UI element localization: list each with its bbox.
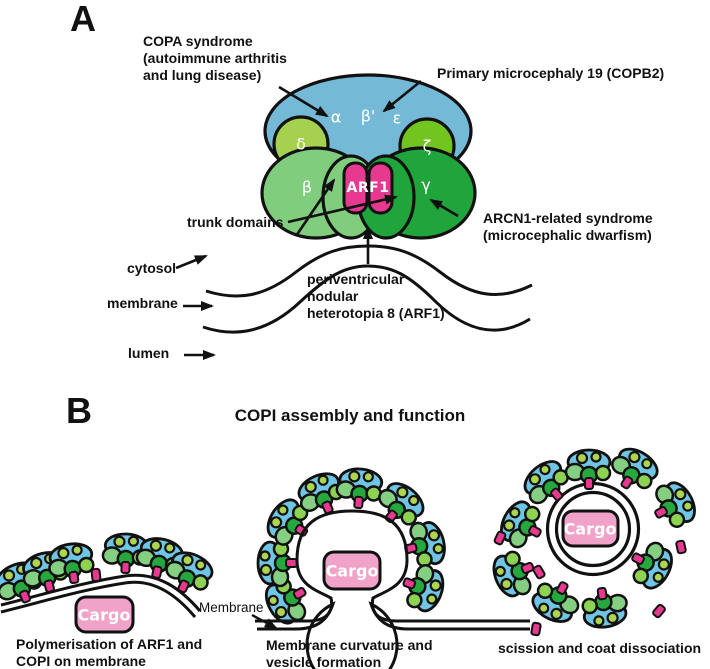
delta-subunit-label: δ xyxy=(296,134,306,154)
arrow-copa-to-alpha xyxy=(278,85,329,118)
arf1-left xyxy=(342,161,369,215)
cargo-label-stage1: Cargo xyxy=(77,605,131,625)
stage3-caption: scission and coat dissociation xyxy=(498,640,702,656)
arrow-trunk-to-gamma xyxy=(287,194,398,224)
zeta-subunit-label: ζ xyxy=(422,136,432,156)
arf1-disease-label: periventricular nodular heterotopia 8 (A… xyxy=(307,271,445,321)
copa-syndrome-label: COPA syndrome (autoimmune arthritis and … xyxy=(143,33,287,83)
primary-microcephaly-label: Primary microcephaly 19 (COPB2) xyxy=(437,65,665,81)
membrane-inner-leaflet xyxy=(202,264,531,334)
cargo-box-stage2 xyxy=(322,550,382,591)
stage2-bud-inner xyxy=(257,601,530,669)
gamma-subunit-label: γ xyxy=(421,175,431,195)
stage1-caption: Polymerisation of ARF1 and COPI on membr… xyxy=(16,636,203,669)
cargo-box-stage1 xyxy=(74,595,135,634)
arrow-arcn1-to-gamma xyxy=(429,198,459,218)
cargo-label-stage2: Cargo xyxy=(325,561,379,581)
lumen-label: lumen xyxy=(128,345,170,361)
cytosol-label: cytosol xyxy=(127,260,177,276)
beta-subunit-label: β xyxy=(301,177,313,197)
epsilon-subunit-label: ε xyxy=(392,108,402,128)
arrow-trunk-to-beta xyxy=(294,178,336,237)
alpha-subunit-label: α xyxy=(330,107,342,127)
stage3-diagram xyxy=(487,440,702,637)
panel-a-diagram xyxy=(175,73,533,360)
stage2-bud-outer xyxy=(255,509,530,623)
panel-a-label: A xyxy=(70,0,96,39)
membrane-pointer-label: Membrane xyxy=(199,600,264,615)
stage1-diagram xyxy=(0,531,278,634)
stage2-caption: Membrane curvature and vesicle formation xyxy=(266,637,433,669)
panel-b-label: B xyxy=(66,390,92,431)
panel-b-title: COPI assembly and function xyxy=(234,406,466,425)
trunk-domains-label: trunk domains xyxy=(187,214,284,230)
membrane-label: membrane xyxy=(107,295,178,311)
panel-a-arrows xyxy=(175,79,459,360)
beta-prime-subunit-label: β' xyxy=(360,106,376,126)
stage2-diagram xyxy=(255,465,530,669)
arcn1-syndrome-label: ARCN1-related syndrome (microcephalic dw… xyxy=(483,210,653,243)
stage1-membrane-inner xyxy=(0,580,197,618)
arf1-label: ARF1 xyxy=(346,180,390,196)
cargo-box-stage3 xyxy=(561,509,620,548)
cargo-label-stage3: Cargo xyxy=(563,519,617,539)
arrow-cytosol xyxy=(175,254,208,270)
arrow-copb2-to-beta-prime xyxy=(382,79,422,113)
